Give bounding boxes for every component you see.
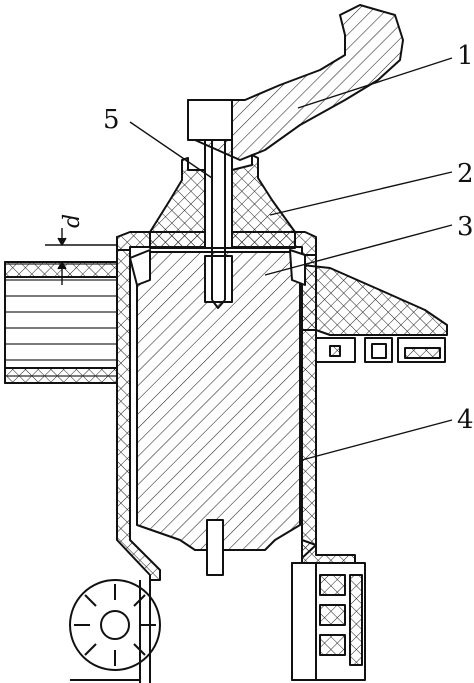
flange-ribs	[315, 337, 446, 363]
bottom-wheel	[69, 579, 161, 683]
bottom-block	[291, 562, 366, 681]
leader-lines	[129, 57, 453, 461]
plunger	[129, 249, 306, 576]
handle	[187, 4, 404, 161]
label-1: 1	[457, 41, 474, 71]
outlet-pipe	[4, 261, 118, 384]
label-2: 2	[457, 159, 474, 189]
label-4: 4	[457, 405, 474, 435]
dimension-d	[45, 228, 117, 285]
dimension-label: d	[60, 214, 85, 228]
label-3: 3	[457, 212, 474, 242]
cover	[149, 154, 296, 249]
label-5: 5	[103, 105, 120, 135]
